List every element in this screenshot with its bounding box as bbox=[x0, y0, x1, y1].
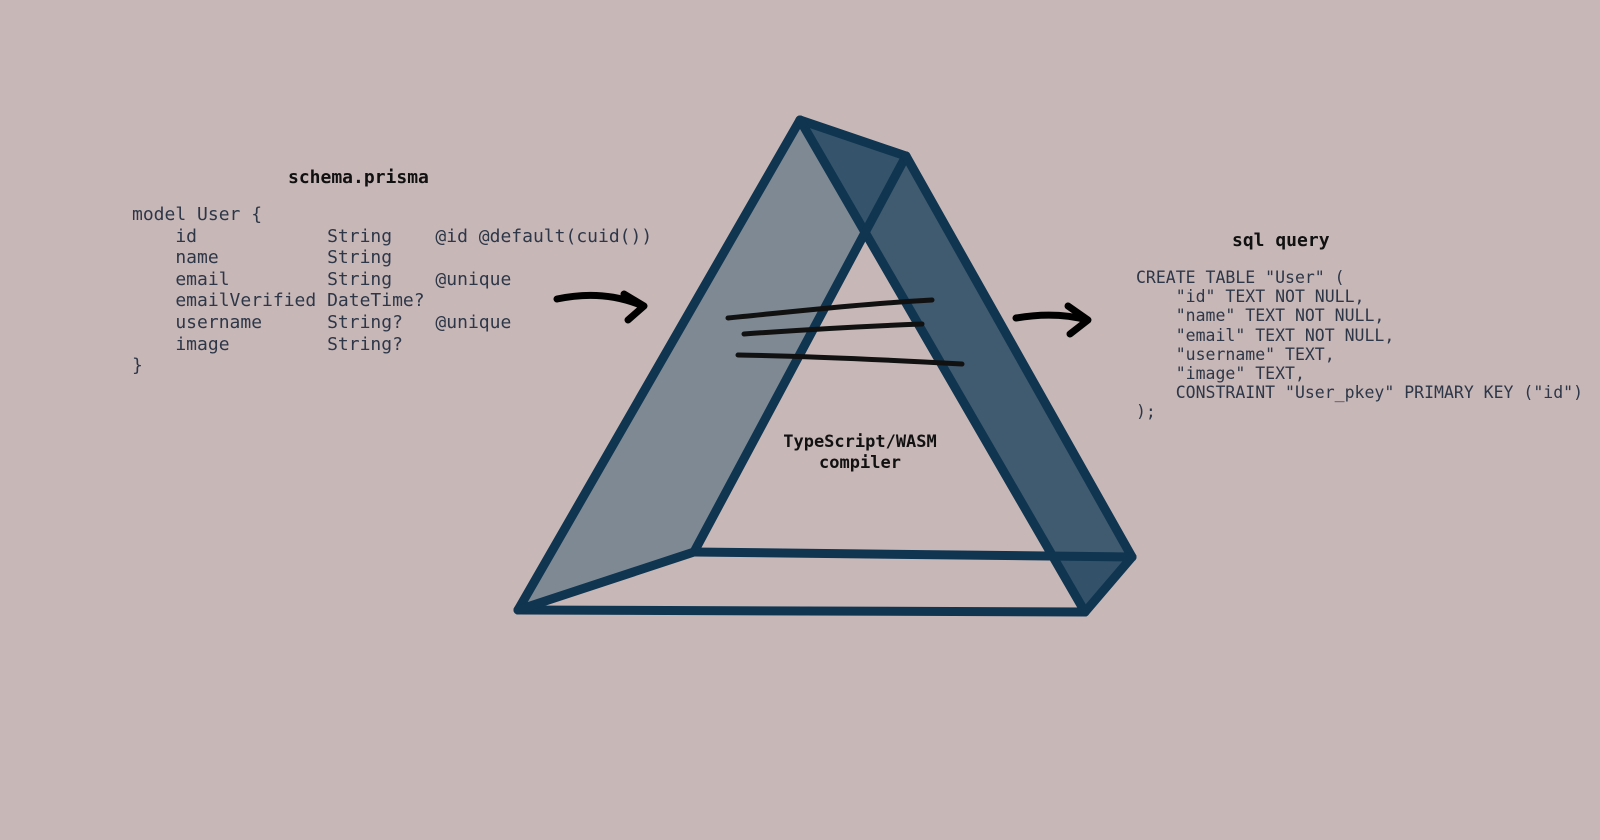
input-arrow-icon bbox=[553, 290, 648, 324]
schema-file-title: schema.prisma bbox=[288, 167, 429, 188]
compiler-label: TypeScript/WASM compiler bbox=[783, 432, 937, 473]
prism-left-face bbox=[518, 120, 906, 610]
schema-code-block: model User { id String @id @default(cuid… bbox=[132, 204, 653, 377]
light-beam-2 bbox=[741, 321, 925, 337]
prism-right-face-lower bbox=[1048, 554, 1132, 612]
light-beams bbox=[725, 297, 965, 367]
prism-edges bbox=[513, 115, 1137, 617]
output-arrow-icon bbox=[1012, 302, 1092, 338]
sql-code-block: CREATE TABLE "User" ( "id" TEXT NOT NULL… bbox=[1136, 268, 1584, 422]
light-beam-1 bbox=[725, 297, 935, 321]
sql-query-title: sql query bbox=[1232, 230, 1330, 251]
prism-right-face bbox=[800, 120, 1132, 612]
light-beam-3 bbox=[735, 352, 965, 367]
